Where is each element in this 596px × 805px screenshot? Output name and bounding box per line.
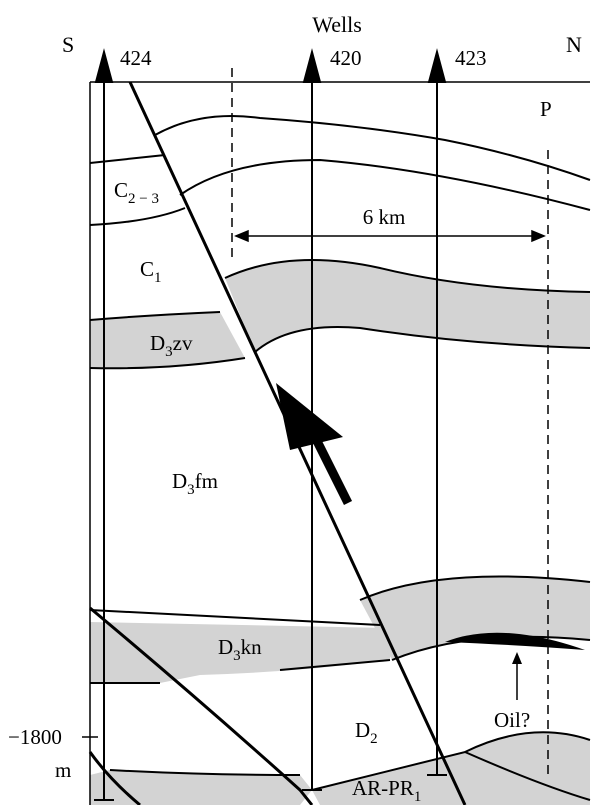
- depth-unit: m: [55, 758, 71, 782]
- profile-p-label: P: [540, 97, 552, 121]
- d2-bottom-right: [312, 732, 590, 805]
- well-label-423: 423: [455, 46, 487, 70]
- unit-label-c2-3: C2 − 3: [114, 178, 159, 207]
- distance-arrow: [234, 229, 546, 243]
- unit-label-d2: D2: [355, 718, 378, 747]
- well-423: [427, 48, 447, 776]
- unit-label-d3zv: D3zv: [150, 331, 193, 360]
- wells-title: Wells: [312, 12, 362, 37]
- well-label-420: 420: [330, 46, 362, 70]
- stratum-boundaries: [89, 115, 591, 801]
- d3kn-layer-right: [360, 576, 590, 660]
- unit-label-c1: C1: [140, 257, 162, 286]
- well-label-424: 424: [120, 46, 152, 70]
- fault-movement-arrow-icon: [276, 383, 353, 506]
- oil-accumulation: [445, 632, 585, 650]
- well-424: [94, 48, 114, 801]
- oil-label: Oil?: [494, 708, 530, 732]
- south-label: S: [62, 32, 74, 57]
- unit-label-d3kn: D3kn: [218, 635, 262, 664]
- c1-top-layer-right: [225, 260, 590, 352]
- basement-left: [90, 770, 312, 805]
- north-label: N: [566, 32, 582, 57]
- oil-pointer-arrow-icon: [512, 652, 522, 700]
- distance-label: 6 km: [363, 205, 406, 229]
- lower-fault-2: [88, 751, 141, 805]
- faults: [88, 81, 467, 805]
- lower-fault-1: [89, 606, 314, 805]
- unit-label-ar-pr1: AR-PR1: [352, 776, 421, 805]
- depth-value: −1800: [8, 725, 62, 749]
- dashed-lines: [231, 68, 549, 775]
- unit-label-d3fm: D3fm: [172, 469, 218, 498]
- main-fault: [128, 81, 467, 805]
- d3zv-layer-left: [90, 312, 245, 369]
- section-frame: [89, 81, 590, 805]
